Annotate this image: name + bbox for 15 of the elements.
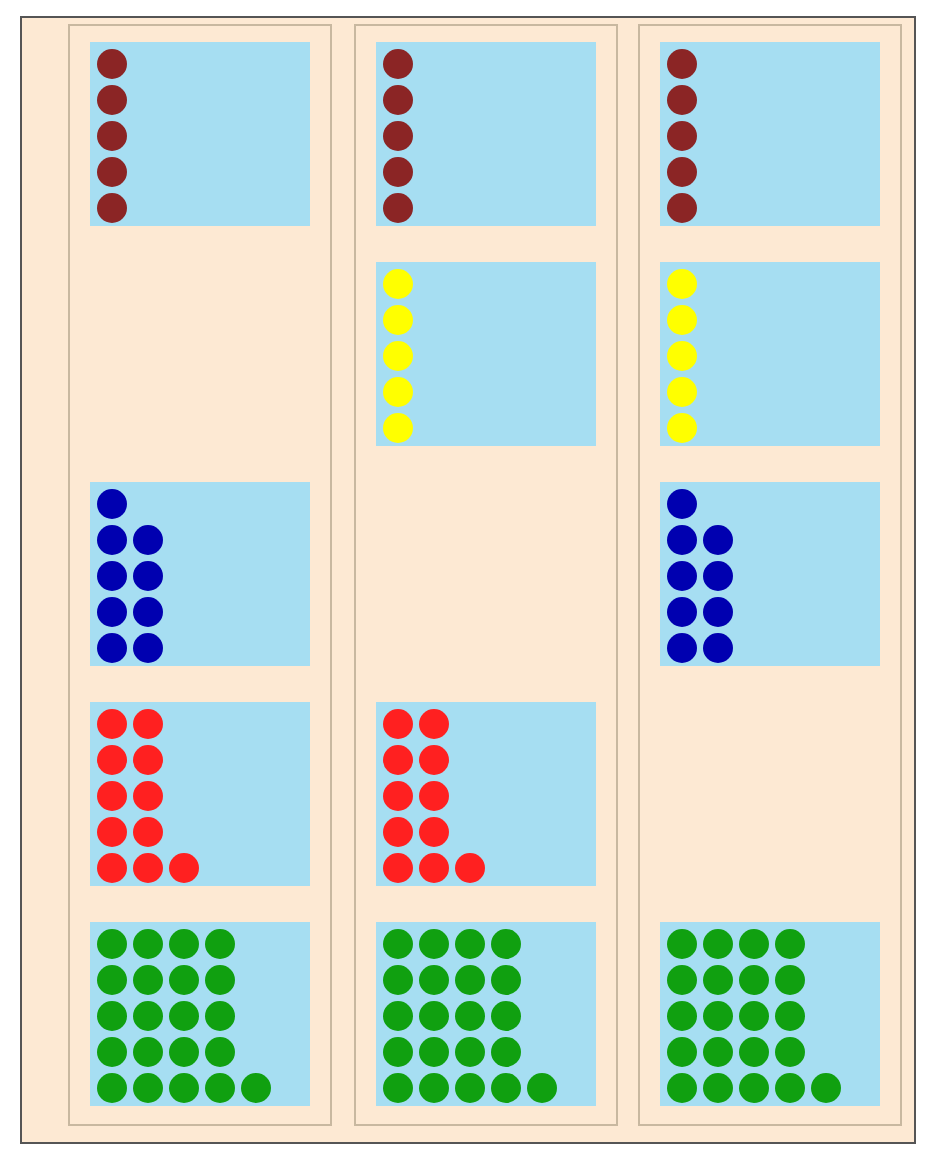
dot-card (660, 482, 880, 666)
column-panel (638, 24, 902, 1126)
dot-card (660, 922, 880, 1106)
dot-card (376, 262, 596, 446)
dot-card (660, 262, 880, 446)
dot-card (90, 922, 310, 1106)
dot-card (376, 702, 596, 886)
dot-card (660, 42, 880, 226)
dot-card (90, 482, 310, 666)
column-panel (354, 24, 618, 1126)
column-panel (68, 24, 332, 1126)
dot-card (90, 702, 310, 886)
dot-card (376, 922, 596, 1106)
dot-card (376, 42, 596, 226)
dot-card (90, 42, 310, 226)
